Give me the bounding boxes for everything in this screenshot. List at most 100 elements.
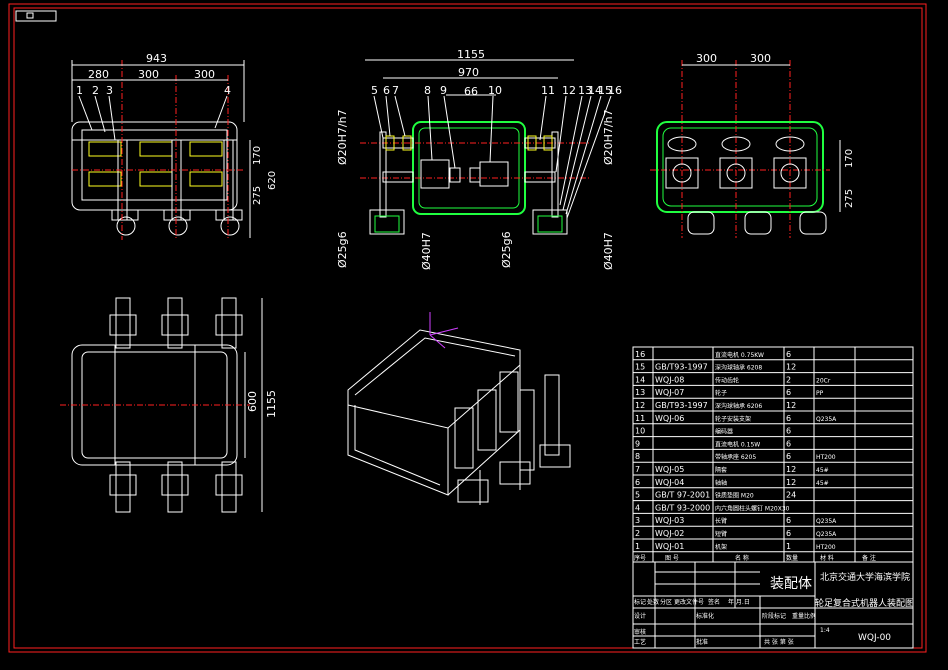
bom-cell-name: 隔套 xyxy=(715,466,727,474)
bom-header-remark: 备 注 xyxy=(862,554,876,562)
bom-cell-no: 10 xyxy=(635,427,645,436)
front-dim-170: 170 xyxy=(252,146,263,165)
fit-right-bore: Ø40H7 xyxy=(602,232,615,270)
top-dim-600: 600 xyxy=(246,391,259,412)
bom-cell-code: WQJ-07 xyxy=(655,388,684,397)
fit-left-bore: Ø40H7 xyxy=(420,232,433,270)
bom-cell-code: GB/T 97-2001 xyxy=(655,491,710,500)
balloon-12: 12 xyxy=(562,84,576,97)
bom-cell-name: 轮子安装支架 xyxy=(715,415,751,423)
ucs-axis xyxy=(429,312,459,349)
bom-cell-code: WQJ-03 xyxy=(655,516,684,525)
section-view: 1155 970 66 5 6 7 8 9 10 11 12 13 14 15 … xyxy=(336,48,622,270)
side-dim-300a: 300 xyxy=(696,52,717,65)
bom-cell-name: 带轴承座 6205 xyxy=(715,453,756,461)
bom-header-name: 名 称 xyxy=(735,554,749,562)
tb-label-design: 设计 xyxy=(634,612,646,620)
fit-right-shaft: Ø20H7/h7 xyxy=(602,109,615,165)
bom-header-no: 序号 xyxy=(634,554,646,562)
bom-cell-mat: HT200 xyxy=(816,454,836,461)
side-view: 300 300 170 275 xyxy=(650,52,855,238)
section-dim-1155: 1155 xyxy=(457,48,485,61)
top-dim-1155: 1155 xyxy=(265,390,278,418)
tb-label-stage: 阶段标记 xyxy=(762,612,786,620)
bom-cell-code: WQJ-08 xyxy=(655,375,684,384)
bom-cell-name: 铁质垫圈 M20 xyxy=(715,492,754,500)
bom-cell-no: 5 xyxy=(635,491,640,500)
balloon-10: 10 xyxy=(488,84,502,97)
fit-left-shaft: Ø20H7/h7 xyxy=(336,109,349,165)
bom-cell-no: 13 xyxy=(635,388,645,397)
bom-cell-name: 直流电机 0.75KW xyxy=(715,351,764,359)
balloon-7: 7 xyxy=(392,84,399,97)
side-dim-170: 170 xyxy=(844,149,855,168)
bom-cell-mat: HT200 xyxy=(816,544,836,551)
front-dim-300b: 300 xyxy=(194,68,215,81)
front-view: 943 280 300 300 1 2 3 4 170 620 275 xyxy=(71,52,278,240)
balloon-2: 2 xyxy=(92,84,99,97)
drawing-frame xyxy=(13,7,923,649)
tb-label-count: 处数 xyxy=(647,598,659,606)
bom-header-code: 图 号 xyxy=(665,555,679,562)
bom-cell-name: 深沟球轴承 6206 xyxy=(715,402,762,410)
tb-label-change: 更改文件号 xyxy=(674,598,704,606)
bom-cell-name: 编码器 xyxy=(715,428,733,436)
bom-cell-no: 6 xyxy=(635,478,640,487)
front-dim-620: 620 xyxy=(267,171,278,190)
side-dim-300b: 300 xyxy=(750,52,771,65)
front-dim-275: 275 xyxy=(252,186,263,205)
bom-cell-qty: 2 xyxy=(786,375,791,384)
front-dim-overall: 943 xyxy=(146,52,167,65)
bom-cell-qty: 6 xyxy=(786,516,791,525)
bom-cell-no: 15 xyxy=(635,363,645,372)
section-dim-66: 66 xyxy=(464,85,478,98)
tb-label-sheets: 共 张 第 张 xyxy=(764,638,794,646)
bom-cell-mat: 45# xyxy=(816,480,829,487)
bom-cell-name: 轮子 xyxy=(715,389,727,397)
bom-cell-name: 传动齿轮 xyxy=(715,376,739,384)
bom-cell-no: 8 xyxy=(635,452,640,461)
bom-cell-name: 短臂 xyxy=(715,530,727,538)
bom-cell-mat: Q235A xyxy=(816,416,837,423)
balloon-8: 8 xyxy=(424,84,431,97)
bom-cell-mat: Q235A xyxy=(816,531,837,538)
tb-scale-value: 1:4 xyxy=(820,627,830,634)
bom-cell-code: WQJ-02 xyxy=(655,529,684,538)
balloon-11: 11 xyxy=(541,84,555,97)
bom-cell-qty: 12 xyxy=(786,363,796,372)
balloon-15: 15 xyxy=(598,84,612,97)
assembly-title: 装配体 xyxy=(770,576,812,592)
bom-cell-code: WQJ-01 xyxy=(655,542,684,551)
corner-marker xyxy=(15,10,57,22)
bom-cell-no: 16 xyxy=(635,350,645,359)
bom-cell-qty: 6 xyxy=(786,439,791,448)
bom-cell-qty: 6 xyxy=(786,427,791,436)
top-view: 600 1155 xyxy=(60,297,278,513)
bom-cell-no: 4 xyxy=(635,503,640,512)
front-dim-280: 280 xyxy=(88,68,109,81)
fit-right-bearing: Ø25g6 xyxy=(500,231,513,268)
bom-cell-no: 2 xyxy=(635,529,640,538)
bom-cell-no: 1 xyxy=(635,542,640,551)
bom-cell-mat: 45# xyxy=(816,467,829,474)
tb-label-scale: 比例 xyxy=(804,612,816,620)
bom-cell-qty: 1 xyxy=(786,542,791,551)
drawing-number: WQJ-00 xyxy=(858,633,891,643)
balloon-5: 5 xyxy=(371,84,378,97)
title-block: 装配体 北京交通大学海滨学院 轮足复合式机器人装配图 WQJ-00 标记 处数 … xyxy=(632,561,914,649)
bom-cell-name: 直流电机 0.15W xyxy=(715,440,760,448)
bom-cell-no: 11 xyxy=(635,414,645,423)
balloon-4: 4 xyxy=(224,84,231,97)
bom-cell-qty: 12 xyxy=(786,478,796,487)
bom-cell-qty: 6 xyxy=(786,350,791,359)
balloon-13: 13 xyxy=(578,84,592,97)
bom-cell-code: WQJ-05 xyxy=(655,465,684,474)
fit-left-bearing: Ø25g6 xyxy=(336,231,349,268)
drawing-subtitle: 轮足复合式机器人装配图 xyxy=(815,597,914,609)
bom-cell-qty: 24 xyxy=(786,491,796,500)
bom-cell-mat: Q235A xyxy=(816,518,837,525)
bom-cell-name: 深沟球轴承 6208 xyxy=(715,364,762,372)
isometric-view xyxy=(347,329,571,505)
bom-cell-code: WQJ-06 xyxy=(655,414,684,423)
balloon-9: 9 xyxy=(440,84,447,97)
